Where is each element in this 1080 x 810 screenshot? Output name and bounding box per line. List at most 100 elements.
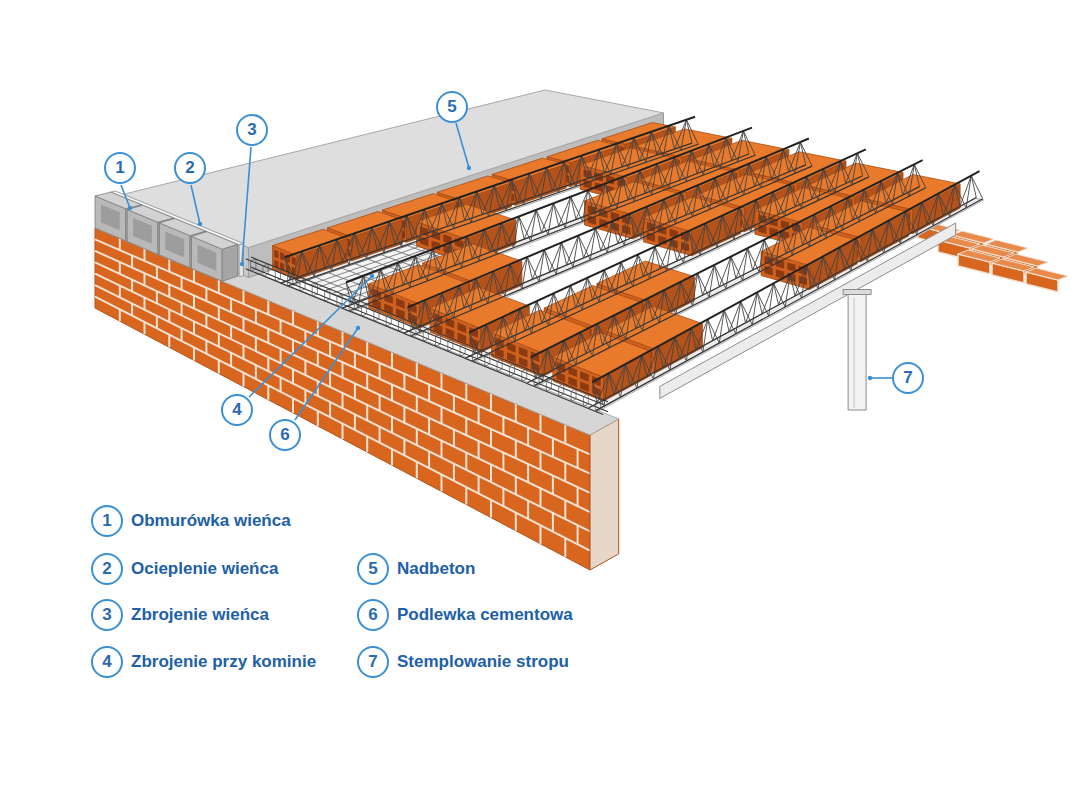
mortar-joint — [564, 500, 566, 519]
block-hole — [280, 252, 284, 261]
mortar-joint — [564, 462, 566, 481]
mortar-joint — [168, 335, 170, 348]
stirrup — [275, 269, 280, 281]
mortar-joint — [527, 464, 529, 482]
mortar-joint — [478, 441, 480, 459]
mortar-joint — [366, 405, 368, 421]
mortar-joint — [502, 488, 504, 506]
mortar-joint — [255, 365, 257, 379]
stirrup — [312, 284, 317, 296]
callout-number: 7 — [892, 362, 924, 394]
mortar-joint — [243, 290, 245, 304]
legend-text: Zbrojenie przy kominie — [131, 652, 316, 672]
callout-number: 6 — [357, 599, 389, 631]
mortar-joint — [403, 406, 405, 422]
mortar-joint — [564, 538, 566, 557]
leader-dot — [467, 166, 471, 170]
mortar-joint — [379, 427, 381, 443]
stirrup — [374, 309, 379, 321]
mortar-joint — [119, 238, 121, 250]
mortar-joint — [441, 475, 443, 492]
mortar-joint — [354, 352, 356, 368]
mortar-joint — [354, 383, 356, 399]
stirrup — [399, 319, 404, 331]
masonry-hole — [133, 218, 152, 244]
mortar-joint — [428, 418, 430, 435]
mortar-joint — [515, 404, 517, 422]
callout-number: 2 — [91, 553, 123, 585]
masonry-block-side — [222, 244, 237, 281]
mortar-joint — [243, 318, 245, 332]
mortar-joint — [292, 398, 294, 413]
block-hole — [580, 381, 589, 392]
masonry-hole — [165, 231, 184, 257]
stirrup — [263, 264, 268, 276]
mortar-joint — [119, 262, 121, 274]
mortar-joint — [527, 501, 529, 519]
mortar-joint — [379, 395, 381, 411]
mortar-joint — [490, 500, 492, 518]
block-top — [417, 204, 516, 238]
mortar-joint — [577, 449, 579, 468]
mortar-joint — [490, 465, 492, 483]
stirrup — [337, 294, 342, 306]
mortar-joint — [193, 295, 195, 308]
mortar-joint — [280, 378, 282, 392]
stirrup — [509, 364, 514, 377]
mortar-joint — [428, 451, 430, 468]
leader-line — [295, 328, 358, 420]
block-top — [492, 158, 566, 181]
callout-number: 5 — [357, 553, 389, 585]
truss-web — [346, 131, 755, 308]
legend-item: 6 Podlewka cementowa — [357, 599, 573, 631]
mortar-joint — [391, 449, 393, 465]
mortar-joint — [144, 298, 146, 310]
stirrup — [473, 349, 478, 361]
mortar-joint — [95, 239, 590, 454]
brick-top — [958, 250, 1000, 262]
mortar-joint — [193, 269, 195, 282]
block-hole — [458, 323, 467, 334]
mortar-joint — [366, 373, 368, 389]
block-hole — [292, 257, 296, 266]
stirrup — [251, 259, 256, 271]
stirrup — [546, 379, 551, 392]
block-top — [437, 176, 511, 200]
mortar-joint — [329, 372, 331, 387]
mortar-joint — [342, 332, 344, 347]
mortar-joint — [119, 286, 121, 298]
mortar-joint — [267, 386, 269, 400]
mortar-joint — [181, 277, 183, 290]
mortar-joint — [490, 394, 492, 412]
mortar-joint — [428, 385, 430, 402]
mortar-joint — [218, 360, 220, 373]
leader-dot — [370, 274, 374, 278]
legend-text: Podlewka cementowa — [397, 605, 573, 625]
mortar-joint — [156, 291, 158, 303]
stirrup — [534, 374, 539, 387]
stirrup — [411, 324, 416, 336]
legend-text: Obmurówka wieńca — [131, 511, 291, 531]
stirrup — [386, 314, 391, 326]
legend-text: Ocieplenie wieńca — [131, 559, 278, 579]
mortar-joint — [577, 487, 579, 506]
truss-top-chord — [592, 171, 979, 382]
legend-text: Nadbeton — [397, 559, 475, 579]
mortar-joint — [465, 487, 467, 504]
legend-item: 3Zbrojenie wieńca — [91, 599, 269, 631]
callout-number: 7 — [357, 646, 389, 678]
mortar-joint — [391, 417, 393, 433]
leader-line — [242, 147, 251, 264]
mortar-joint — [552, 513, 554, 532]
leader-line — [191, 185, 200, 224]
masonry-hole — [101, 205, 120, 231]
stirrup — [423, 329, 428, 341]
mortar-joint — [193, 321, 195, 334]
truss-web — [469, 153, 869, 357]
leader-line — [870, 377, 892, 379]
callout-number: 2 — [174, 152, 206, 184]
stirrup — [288, 274, 293, 286]
prop-edge — [854, 298, 855, 409]
mortar-joint — [564, 425, 566, 444]
